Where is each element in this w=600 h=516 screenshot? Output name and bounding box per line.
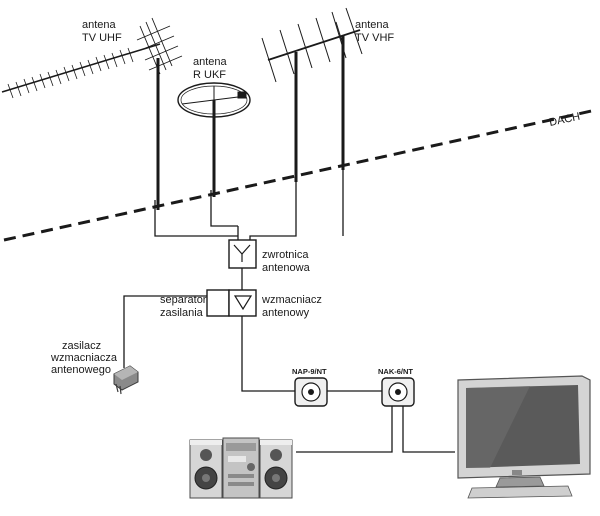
diplexer-label-line1: zwrotnica <box>262 249 309 261</box>
ukf-label-line1: antena <box>193 56 228 68</box>
vhf-antenna-icon <box>261 7 363 83</box>
uhf-antenna-icon <box>1 17 183 99</box>
power-adapter-icon <box>113 365 139 395</box>
amplifier-triangle-symbol <box>233 295 253 311</box>
diplexer-box <box>228 239 257 269</box>
amplifier-box <box>228 289 257 317</box>
separator-box <box>206 289 230 317</box>
socket-1-label: NAP-9/NT <box>292 367 327 376</box>
separator-label-line2: zasilania <box>160 307 204 319</box>
separator-label-line1: separator <box>160 294 207 306</box>
socket-2-label: NAK-6/NT <box>378 367 413 376</box>
diplexer-y-symbol <box>233 244 251 262</box>
uhf-label-line2: TV UHF <box>82 32 122 44</box>
amplifier-label-line2: antenowy <box>262 307 310 319</box>
ukf-label-line2: R UKF <box>193 69 226 81</box>
vhf-label-line1: antena <box>355 19 390 31</box>
cable-psu <box>123 295 207 368</box>
cable-amp-sockets <box>241 316 295 392</box>
psu-label-line3: antenowego <box>51 364 111 376</box>
tv-set-icon <box>457 375 591 499</box>
roof-line <box>3 108 597 242</box>
diplexer-label-line2: antenowa <box>262 262 311 274</box>
cable-to-stereo <box>296 406 393 453</box>
psu-label-line1: zasilacz <box>62 340 101 352</box>
vhf-label-line2: TV VHF <box>355 32 394 44</box>
amplifier-label-line1: wzmacniacz <box>261 294 322 306</box>
wall-socket-icon <box>294 377 328 407</box>
stereo-system-icon <box>189 437 293 499</box>
cable-to-tv <box>402 406 455 453</box>
roof-label: DACH <box>548 111 581 129</box>
uhf-label-line1: antena <box>82 19 117 31</box>
psu-label-line2: wzmacniacza <box>50 352 118 364</box>
wall-socket-icon <box>381 377 415 407</box>
antenna-feed-cables <box>154 168 344 240</box>
